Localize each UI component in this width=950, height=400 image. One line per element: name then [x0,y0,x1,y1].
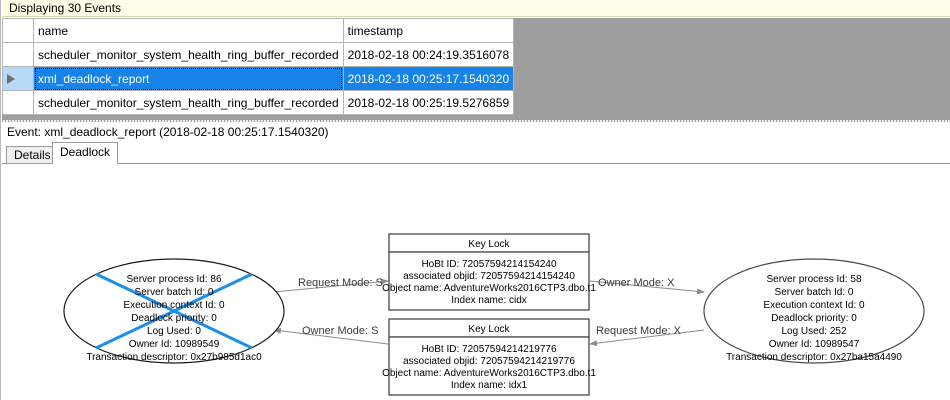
process-left-line-4: Log Used: 0 [147,326,201,337]
events-grid-table: name timestamp scheduler_monitor_system_… [2,18,515,115]
process-right-line-3: Deadlock priority: 0 [771,313,857,324]
row-selector-cell[interactable] [2,66,34,91]
process-left-line-3: Deadlock priority: 0 [131,313,217,324]
process-left-line-6: Transaction descriptor: 0x27b985d1ac0 [86,352,262,363]
keylock-bottom-line-0: HoBt ID: 72057594214219776 [421,344,557,355]
victim-cross-icon [95,272,253,350]
keylock-bottom-line-2: Object name: AdventureWorks2016CTP3.dbo.… [382,368,596,379]
deadlock-graph-canvas[interactable]: Request Mode: S Owner Mode: X Owner Mode… [2,163,950,399]
column-header-timestamp[interactable]: timestamp [342,18,515,43]
keylock-bottom-body-box [388,336,590,396]
row-selector-cell[interactable] [2,42,34,67]
process-right-line-1: Server batch Id: 0 [775,287,854,298]
edge-label-right-request: Request Mode: X [596,325,682,337]
cell-name[interactable]: xml_deadlock_report [33,66,344,91]
edge-left-owner: Owner Mode: S [273,325,389,345]
keylock-top-body-box [388,251,590,311]
column-header-name[interactable]: name [33,18,344,43]
table-row[interactable]: scheduler_monitor_system_health_ring_buf… [2,42,515,67]
current-row-arrow-icon [7,74,15,85]
process-right-line-5: Owner Id: 10989547 [769,339,860,350]
cell-name[interactable]: scheduler_monitor_system_health_ring_buf… [33,42,344,67]
process-right-line-6: Transaction descriptor: 0x27ba15a4490 [726,352,902,363]
process-right-line-0: Server process Id: 58 [766,274,861,285]
process-left-line-0: Server process Id: 86 [126,274,221,285]
keylock-top-line-2: Object name: AdventureWorks2016CTP3.dbo.… [382,283,596,294]
events-grid[interactable]: name timestamp scheduler_monitor_system_… [2,18,950,122]
process-left-line-2: Execution context Id: 0 [123,300,225,311]
process-left-line-1: Server batch Id: 0 [135,287,214,298]
process-ellipse-right [703,258,925,364]
process-node-right[interactable]: Server process Id: 58 Server batch Id: 0… [703,258,925,364]
table-row[interactable]: xml_deadlock_report 2018-02-18 00:25:17.… [2,66,515,91]
cell-timestamp[interactable]: 2018-02-18 00:25:19.5276859 [342,90,515,115]
edge-label-left-request: Request Mode: S [298,277,383,289]
keylock-bottom-title: Key Lock [468,324,510,335]
keylock-top-title: Key Lock [468,239,510,250]
resource-node-keylock-top[interactable]: Key Lock HoBt ID: 72057594214154240 asso… [382,233,596,311]
resource-node-keylock-bottom[interactable]: Key Lock HoBt ID: 72057594214219776 asso… [382,318,596,396]
edge-left-request: Request Mode: S [273,277,389,293]
edge-right-owner: Owner Mode: X [589,277,705,295]
table-header-row: name timestamp [2,18,515,43]
tab-details[interactable]: Details [6,146,59,164]
cell-timestamp[interactable]: 2018-02-18 00:24:19.3516078 [342,42,515,67]
cell-timestamp[interactable]: 2018-02-18 00:25:17.1540320 [342,66,515,91]
deadlock-graph-svg: Request Mode: S Owner Mode: X Owner Mode… [63,233,925,396]
process-right-line-2: Execution context Id: 0 [763,300,865,311]
keylock-top-line-3: Index name: cidx [451,295,527,306]
edge-right-request: Request Mode: X [589,325,705,347]
events-count-banner: Displaying 30 Events [2,0,950,17]
tab-deadlock[interactable]: Deadlock [52,142,119,164]
process-node-left[interactable]: Server process Id: 86 Server batch Id: 0… [63,258,285,364]
event-detail-header: Event: xml_deadlock_report (2018-02-18 0… [2,122,950,142]
horizontal-splitter[interactable] [2,120,950,123]
cell-name[interactable]: scheduler_monitor_system_health_ring_buf… [33,90,344,115]
process-right-line-4: Log Used: 252 [781,326,846,337]
edge-label-right-owner: Owner Mode: X [598,277,675,289]
table-row[interactable]: scheduler_monitor_system_health_ring_buf… [2,90,515,115]
edge-label-left-owner: Owner Mode: S [302,325,378,337]
keylock-bottom-line-3: Index name: idx1 [451,380,528,391]
keylock-top-line-0: HoBt ID: 72057594214154240 [421,259,557,270]
process-left-line-5: Owner Id: 10989549 [129,339,220,350]
keylock-bottom-line-1: associated objid: 72057594214219776 [403,356,575,367]
keylock-top-line-1: associated objid: 72057594214154240 [403,271,575,282]
column-header-selector[interactable] [2,18,34,43]
row-selector-cell[interactable] [2,90,34,115]
tabstrip: Details Deadlock [2,142,950,164]
